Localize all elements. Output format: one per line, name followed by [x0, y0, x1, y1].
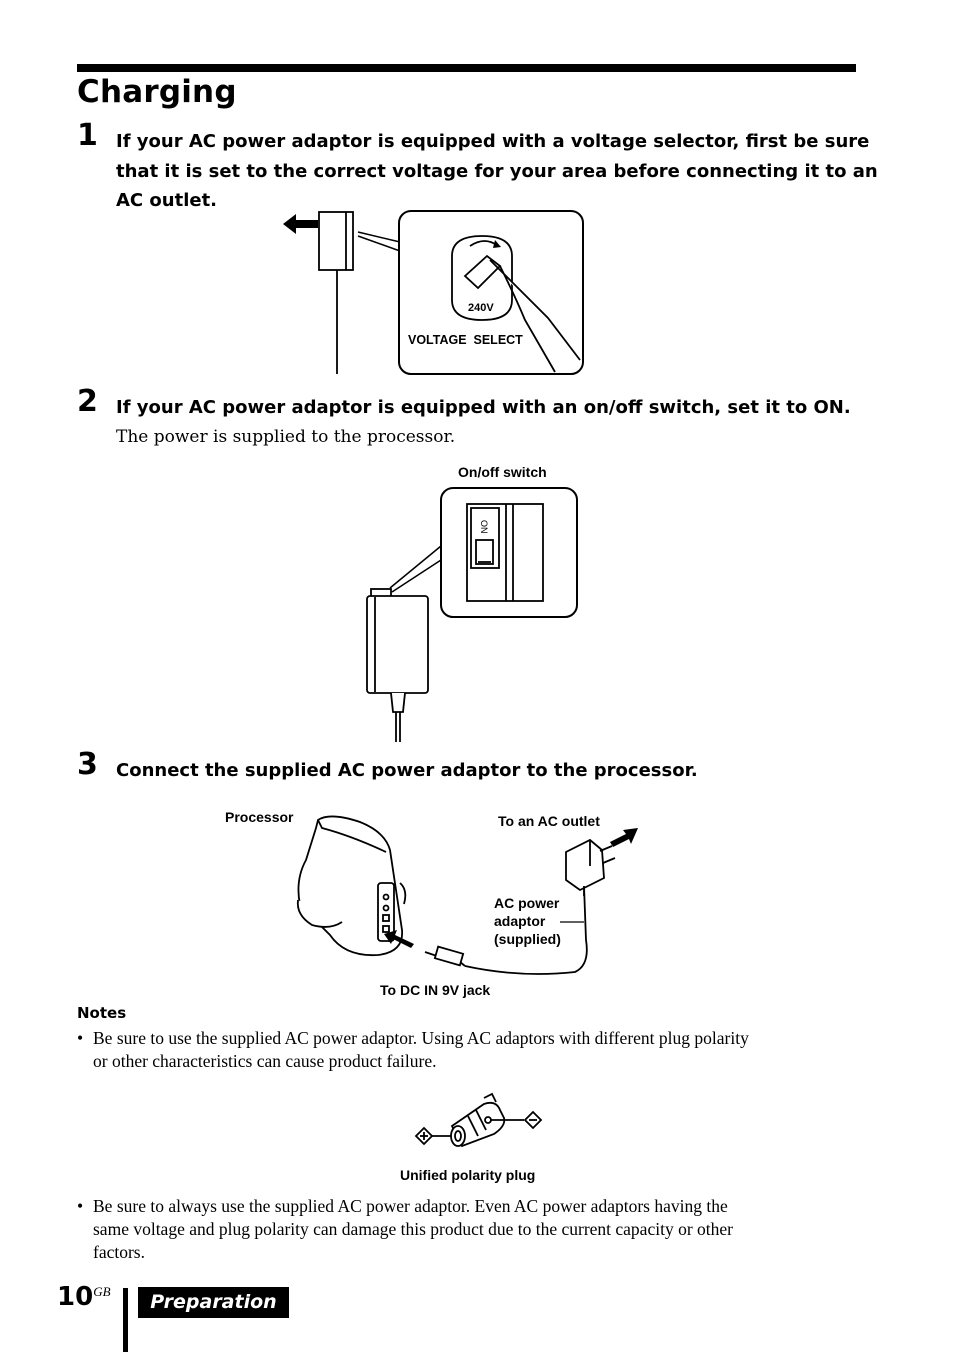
step-1-number: 1 [77, 118, 98, 153]
plug-body-icon [450, 1092, 506, 1148]
note-line: same voltage and plug polarity can damag… [93, 1219, 733, 1239]
section-tab: Preparation [138, 1287, 289, 1318]
outlet-arrow-icon [283, 214, 318, 234]
note-line: Be sure to always use the supplied AC po… [93, 1196, 728, 1216]
step-1-text: If your AC power adaptor is equipped wit… [116, 127, 878, 216]
dc-jack-label: To DC IN 9V jack [380, 982, 490, 998]
page-title: Charging [77, 74, 237, 110]
dc-cable-icon [424, 885, 588, 975]
step-2-text: If your AC power adaptor is equipped wit… [116, 393, 851, 452]
note-item: • Be sure to always use the supplied AC … [77, 1195, 867, 1264]
step-2-line: If your AC power adaptor is equipped wit… [116, 397, 851, 418]
footer-divider [123, 1288, 128, 1352]
adaptor-label-line: adaptor [494, 913, 546, 929]
dc-plug-arrow-icon [384, 930, 414, 948]
step-1-line: that it is set to the correct voltage fo… [116, 160, 878, 182]
step-3-line: Connect the supplied AC power adaptor to… [116, 760, 698, 781]
step-3-number: 3 [77, 747, 98, 782]
note-item: • Be sure to use the supplied AC power a… [77, 1027, 867, 1073]
wall-adaptor-icon [318, 211, 354, 374]
on-off-switch-label: On/off switch [458, 464, 547, 480]
processor-label: Processor [225, 809, 294, 825]
page-number-value: 10 [57, 1282, 94, 1312]
voltage-callout-box [398, 210, 584, 375]
step-1-line: AC outlet. [116, 190, 218, 211]
title-rule [77, 64, 856, 72]
callout-lines [389, 545, 442, 593]
step-2-subtext: The power is supplied to the processor. [116, 426, 456, 447]
voltage-selector-label: VOLTAGE SELECT [408, 333, 523, 347]
step-2-number: 2 [77, 384, 98, 419]
screwdriver-icon [463, 254, 581, 373]
page-number-suffix: GB [93, 1284, 111, 1299]
voltage-dial-icon [451, 235, 513, 321]
polarity-caption: Unified polarity plug [400, 1167, 535, 1183]
switch-detail-icon [466, 503, 544, 602]
outlet-arrow-icon [610, 828, 638, 847]
callout-lines [357, 231, 401, 252]
ac-adaptor-icon [565, 838, 616, 896]
page-number: 10GB [57, 1282, 111, 1312]
adaptor-label-line: (supplied) [494, 931, 561, 947]
step-3-text: Connect the supplied AC power adaptor to… [116, 756, 698, 786]
step-1-line: If your AC power adaptor is equipped wit… [116, 131, 870, 152]
plus-polarity-icon [414, 1126, 452, 1146]
adaptor-body-icon [366, 588, 429, 742]
note-line: factors. [93, 1242, 145, 1262]
outlet-label: To an AC outlet [498, 813, 600, 829]
note-line: or other characteristics can cause produ… [93, 1051, 437, 1071]
notes-heading: Notes [77, 1004, 127, 1022]
voltage-value: 240V [468, 302, 494, 314]
note-line: Be sure to use the supplied AC power ada… [93, 1028, 749, 1048]
on-mark: ON [479, 520, 489, 534]
adaptor-label-line: AC power [494, 895, 560, 911]
bullet-mark: • [77, 1196, 84, 1216]
bullet-mark: • [77, 1028, 84, 1048]
minus-polarity-icon [490, 1110, 543, 1130]
processor-device-icon [296, 815, 407, 957]
